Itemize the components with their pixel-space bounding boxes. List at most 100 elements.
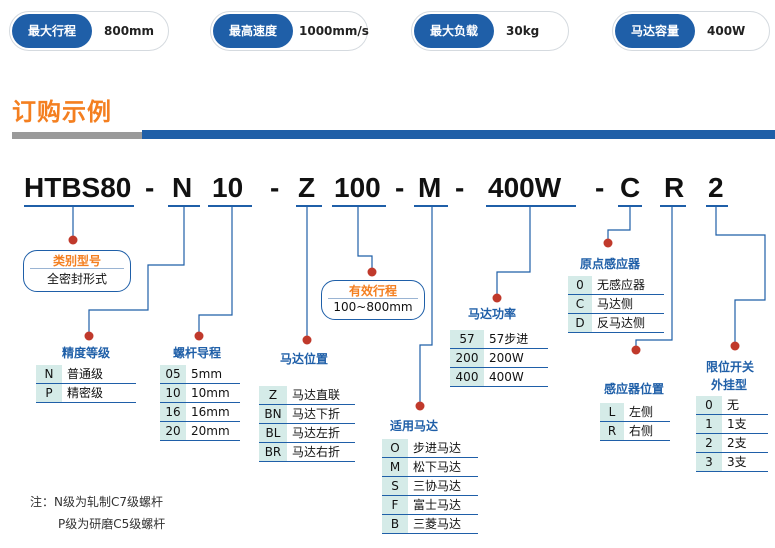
option-name: 5mm — [186, 365, 240, 384]
title-rule-gray — [12, 132, 142, 139]
code-underline — [414, 205, 448, 207]
stroke-value: 100~800mm — [333, 300, 413, 314]
note-line-1: 注：N级为轧制C7级螺杆 — [30, 495, 163, 509]
spec-value: 1000mm/s — [299, 24, 369, 38]
code-underline — [660, 205, 686, 207]
stroke-bubble: 有效行程 100~800mm — [321, 280, 425, 320]
option-code: O — [382, 439, 409, 458]
spec-pill-motor: 马达容量 400W — [612, 11, 770, 51]
option-code: 1 — [696, 414, 723, 434]
limit-switch-subtitle: 外挂型 — [711, 378, 748, 392]
option-name: 富士马达 — [408, 495, 478, 515]
option-name: 右侧 — [624, 421, 670, 441]
code-underline — [332, 205, 386, 207]
code-underline — [296, 205, 322, 207]
option-code: 10 — [160, 383, 187, 403]
stroke-title: 有效行程 — [348, 284, 397, 298]
option-name: 马达侧 — [592, 294, 664, 314]
power-title: 马达功率 — [468, 307, 517, 321]
code-separator: - — [395, 172, 405, 203]
option-code: 57 — [450, 330, 485, 349]
option-code: BN — [259, 404, 288, 424]
type-model-value: 全密封形式 — [46, 272, 107, 286]
option-code: D — [568, 313, 593, 333]
option-name: 无感应器 — [592, 276, 664, 295]
limit-switch-title: 限位开关 — [706, 360, 755, 374]
note-line-2: P级为研磨C5级螺杆 — [58, 517, 166, 531]
option-name: 马达直联 — [287, 386, 355, 405]
option-code: L — [600, 403, 625, 422]
option-code: 0 — [568, 276, 593, 295]
option-name: 反马达侧 — [592, 313, 664, 333]
option-code: R — [600, 421, 625, 441]
option-name: 三菱马达 — [408, 514, 478, 534]
code-separator: - — [595, 172, 605, 203]
option-name: 400W — [484, 367, 548, 387]
option-code: 200 — [450, 348, 485, 368]
option-code: M — [382, 457, 409, 477]
option-code: 3 — [696, 452, 723, 472]
code-underline — [24, 205, 134, 207]
option-code: S — [382, 476, 409, 496]
option-name: 20mm — [186, 421, 240, 441]
option-name: 步进马达 — [408, 439, 478, 458]
option-code: 20 — [160, 421, 187, 441]
code-underline — [208, 205, 252, 207]
option-name: 16mm — [186, 402, 240, 422]
option-code: F — [382, 495, 409, 515]
spec-value: 30kg — [506, 24, 540, 38]
spec-pill-load: 最大负载 30kg — [411, 11, 569, 51]
spec-label: 最大负载 — [414, 14, 494, 48]
option-name: 200W — [484, 348, 548, 368]
code-precision: N — [172, 172, 193, 203]
option-code: 2 — [696, 433, 723, 453]
precision-title: 精度等级 — [62, 346, 111, 360]
option-code: P — [36, 383, 63, 403]
title-rule-blue — [142, 130, 775, 139]
spec-pill-speed: 最高速度 1000mm/s — [210, 11, 369, 51]
motor-position-title: 马达位置 — [280, 352, 329, 366]
spec-value: 400W — [707, 24, 746, 38]
option-name: 1支 — [722, 414, 768, 434]
code-separator: - — [455, 172, 465, 203]
code-series: HTBS80 — [24, 172, 132, 203]
option-code: B — [382, 514, 409, 534]
home-sensor-title: 原点感应器 — [580, 257, 641, 271]
option-code: 400 — [450, 367, 485, 387]
code-home-sensor: C — [620, 172, 641, 203]
code-lead: 10 — [212, 172, 244, 203]
bubble-divider — [30, 268, 124, 269]
spec-value: 800mm — [104, 24, 155, 38]
option-code: 0 — [696, 396, 723, 415]
code-limit-switch: 2 — [708, 172, 724, 203]
code-separator: - — [145, 172, 155, 203]
code-motor-type: M — [418, 172, 442, 203]
option-name: 精密级 — [62, 383, 136, 403]
option-code: Z — [259, 386, 288, 405]
